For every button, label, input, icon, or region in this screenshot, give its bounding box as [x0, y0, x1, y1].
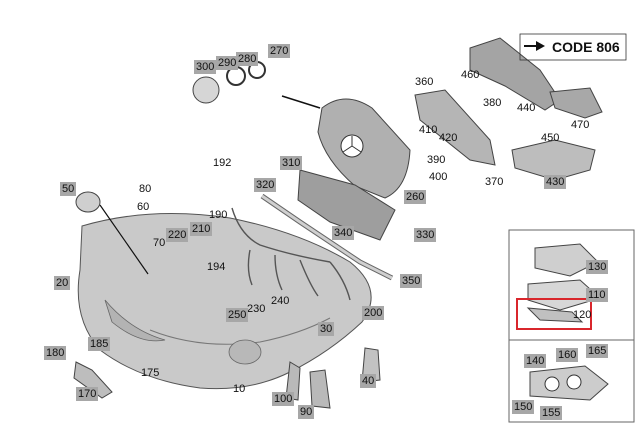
part-label-200[interactable]: 200 [362, 306, 385, 320]
part-label-220[interactable]: 220 [166, 228, 189, 242]
part-label-420[interactable]: 420 [439, 132, 458, 144]
part-label-175[interactable]: 175 [141, 367, 160, 379]
left-lower-moulding[interactable] [73, 361, 113, 399]
part-label-192[interactable]: 192 [213, 157, 232, 169]
radiator-grille[interactable] [317, 98, 411, 199]
part-label-60[interactable]: 60 [137, 201, 150, 213]
part-label-250[interactable]: 250 [226, 308, 249, 322]
lower-cover-piece[interactable] [309, 369, 331, 409]
part-label-130[interactable]: 130 [586, 260, 609, 274]
part-label-165[interactable]: 165 [586, 344, 609, 358]
part-label-430[interactable]: 430 [544, 175, 567, 189]
part-label-340[interactable]: 340 [332, 226, 355, 240]
part-label-240[interactable]: 240 [271, 295, 290, 307]
part-label-370[interactable]: 370 [485, 176, 504, 188]
part-label-290[interactable]: 290 [216, 56, 239, 70]
part-label-450[interactable]: 450 [541, 132, 560, 144]
part-label-170[interactable]: 170 [76, 387, 99, 401]
highlighted-part[interactable] [526, 307, 584, 323]
pointer-line-2 [99, 204, 149, 275]
part-label-410[interactable]: 410 [419, 124, 438, 136]
part-label-194[interactable]: 194 [207, 261, 226, 273]
part-label-390[interactable]: 390 [427, 154, 446, 166]
part-label-80[interactable]: 80 [139, 183, 152, 195]
side-bracket[interactable] [414, 89, 496, 166]
part-label-150[interactable]: 150 [512, 400, 535, 414]
part-label-440[interactable]: 440 [517, 102, 536, 114]
bumper-right-opening [228, 339, 262, 365]
upper-carrier[interactable] [469, 37, 561, 111]
part-label-10[interactable]: 10 [233, 383, 246, 395]
pointer-line [281, 95, 321, 109]
part-label-40[interactable]: 40 [360, 374, 377, 388]
part-label-30[interactable]: 30 [318, 322, 335, 336]
bumper-lower-intake [149, 317, 331, 345]
part-label-320[interactable]: 320 [254, 178, 277, 192]
part-label-360[interactable]: 360 [415, 76, 434, 88]
right-bracket[interactable] [549, 87, 603, 119]
part-label-140[interactable]: 140 [524, 354, 547, 368]
bonnet-emblem[interactable] [192, 76, 220, 104]
front-emblem-star[interactable] [75, 191, 101, 213]
bumper-cover[interactable] [77, 213, 372, 390]
part-label-280[interactable]: 280 [236, 52, 259, 66]
lower-trim-piece[interactable] [285, 361, 301, 401]
part-label-90[interactable]: 90 [298, 405, 315, 419]
part-label-155[interactable]: 155 [540, 406, 563, 420]
right-fog-bezel[interactable] [511, 139, 596, 181]
part-label-270[interactable]: 270 [268, 44, 291, 58]
part-label-400[interactable]: 400 [429, 171, 448, 183]
part-label-300[interactable]: 300 [194, 60, 217, 74]
part-label-110[interactable]: 110 [586, 288, 608, 302]
star-emblem-mark [342, 136, 362, 153]
wiring-harness[interactable] [231, 207, 351, 301]
part-label-310[interactable]: 310 [280, 156, 303, 170]
part-label-260[interactable]: 260 [404, 190, 427, 204]
part-label-160[interactable]: 160 [556, 348, 579, 362]
part-label-460[interactable]: 460 [461, 69, 480, 81]
part-label-20[interactable]: 20 [54, 276, 71, 290]
part-label-470[interactable]: 470 [571, 119, 590, 131]
trim-strip-inner [261, 194, 393, 280]
part-label-50[interactable]: 50 [60, 182, 77, 196]
part-label-185[interactable]: 185 [88, 337, 111, 351]
part-label-210[interactable]: 210 [190, 222, 213, 236]
part-label-180[interactable]: 180 [44, 346, 67, 360]
lower-mesh-grille[interactable] [297, 169, 396, 241]
part-label-100[interactable]: 100 [272, 392, 295, 406]
part-label-70[interactable]: 70 [153, 237, 166, 249]
highlight-box [516, 298, 592, 330]
part-label-190[interactable]: 190 [209, 209, 228, 221]
part-label-120[interactable]: 120 [573, 309, 592, 321]
code-label: CODE 806 [552, 39, 620, 55]
bumper-left-vent [104, 299, 166, 342]
part-label-380[interactable]: 380 [483, 97, 502, 109]
code-box [519, 33, 627, 61]
side-clip-bracket[interactable] [361, 347, 381, 383]
part-label-230[interactable]: 230 [247, 303, 266, 315]
part-label-330[interactable]: 330 [414, 228, 437, 242]
inset-fog-lamp-panel [508, 229, 635, 341]
code-arrow-head [536, 41, 545, 51]
part-label-350[interactable]: 350 [400, 274, 423, 288]
